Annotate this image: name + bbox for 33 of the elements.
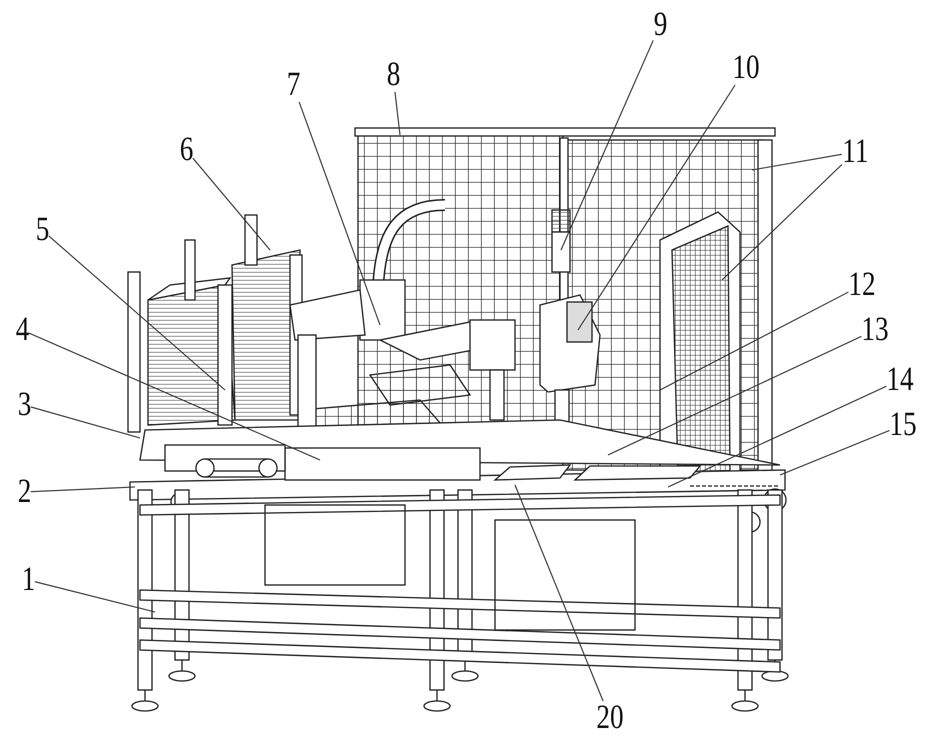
callout-number: 9 <box>653 8 667 42</box>
leader-line <box>298 102 381 326</box>
leader-line <box>752 154 842 171</box>
callout-number: 13 <box>861 313 889 347</box>
leader-line <box>48 236 226 390</box>
callout-number: 12 <box>848 268 876 302</box>
leader-line <box>668 386 887 488</box>
callout-number: 3 <box>17 388 31 422</box>
leader-line <box>30 406 140 439</box>
callout-number: 2 <box>17 475 31 509</box>
callout-number: 15 <box>889 408 917 442</box>
callout-number: 11 <box>842 135 868 169</box>
leader-line <box>192 158 270 250</box>
callout-number: 20 <box>596 701 624 735</box>
callout-number: 7 <box>286 68 300 102</box>
leader-line <box>34 581 156 613</box>
callout-number: 5 <box>35 213 49 247</box>
leader-line <box>560 40 654 250</box>
leader-line <box>608 336 862 456</box>
leader-line <box>28 332 320 460</box>
callout-number: 6 <box>179 133 193 167</box>
callout-number: 14 <box>886 363 914 397</box>
callout-number: 10 <box>732 51 760 85</box>
callout-number: 4 <box>15 313 29 347</box>
leader-line <box>514 484 604 702</box>
leader-line <box>722 164 842 280</box>
callout-number: 8 <box>386 58 400 92</box>
leader-line <box>780 430 890 476</box>
callout-number: 1 <box>21 563 35 597</box>
leader-line <box>394 92 401 136</box>
leader-line <box>578 84 736 330</box>
leader-line <box>30 486 136 492</box>
leader-line <box>660 292 849 390</box>
